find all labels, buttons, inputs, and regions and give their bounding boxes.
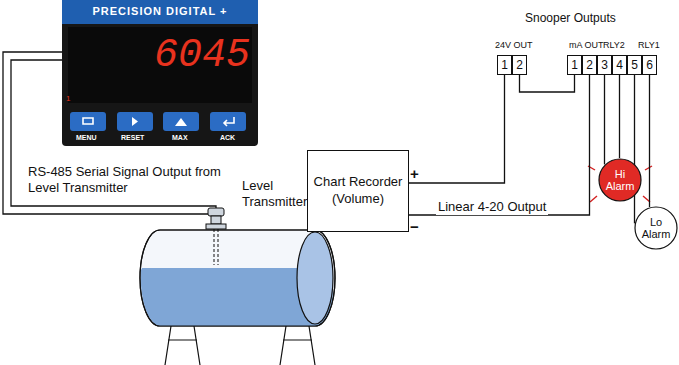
callout-text: RS-485 Serial Signal Output from Level T… — [28, 164, 233, 197]
circle-shape — [635, 207, 677, 249]
terminal-box: 6 — [642, 55, 657, 75]
terminal-box: 1 — [567, 55, 582, 75]
pin-number: 1 — [571, 58, 578, 72]
recorder-box: Chart Recorder (Volume) — [307, 150, 409, 232]
pin-number: 5 — [631, 58, 638, 72]
alarm-light: Hi Alarm — [598, 158, 642, 202]
pin-number: 3 — [601, 58, 608, 72]
terminal-box: 4 — [612, 55, 627, 75]
pin-number: 6 — [646, 58, 653, 72]
wire-connector — [649, 75, 650, 207]
meter-band — [62, 0, 258, 24]
meter-display — [68, 27, 252, 103]
group-title: Snooper Outputs — [525, 11, 616, 26]
callout-text: Level Transmitter — [242, 178, 322, 211]
polarity-sign: − — [410, 218, 419, 237]
terminal-box: 5 — [627, 55, 642, 75]
button-label: MENU — [76, 134, 97, 143]
wire-connector — [409, 75, 505, 183]
panel-meter: PRECISION DIGITAL + 6045 — [62, 0, 258, 106]
terminal-box: 3 — [597, 55, 612, 75]
wire-connector — [520, 75, 575, 92]
node-label: Lo Alarm — [638, 216, 674, 240]
circle-shape — [599, 159, 641, 201]
button-label: RESET — [121, 134, 144, 143]
alarm-light: Lo Alarm — [634, 206, 678, 250]
terminal-box: 2 — [582, 55, 597, 75]
tank — [140, 230, 335, 365]
meter-buttons — [70, 112, 246, 131]
terminal-label: RLY2 — [603, 40, 625, 51]
pin-number: 4 — [616, 58, 623, 72]
wire-connector — [634, 75, 635, 223]
terminal-label: mA OUT — [569, 40, 604, 51]
terminal-label: 24V OUT — [495, 40, 533, 51]
terminal-label: RLY1 — [638, 40, 660, 51]
wire-connector — [619, 75, 620, 158]
pin-number: 2 — [586, 58, 593, 72]
node-label: Chart Recorder (Volume) — [308, 174, 408, 208]
pin-number: 1 — [501, 58, 508, 72]
wire-connector — [604, 75, 605, 164]
level-transmitter — [206, 208, 226, 265]
button-label: MAX — [172, 134, 188, 143]
brand-name: PRECISION DIGITAL + — [62, 5, 258, 17]
terminal-box: 1 — [497, 55, 512, 75]
indicator-number: 1 — [66, 94, 70, 104]
wire-connector — [409, 75, 590, 215]
meter-body — [62, 0, 258, 146]
edge-label: Linear 4-20 Output — [436, 199, 548, 215]
display-reading: 6045 — [154, 36, 250, 76]
terminal-box: 2 — [512, 55, 527, 75]
button-label: ACK — [220, 134, 235, 143]
pin-number: 2 — [516, 58, 523, 72]
node-label: Hi Alarm — [602, 168, 638, 192]
polarity-sign: + — [410, 165, 419, 184]
